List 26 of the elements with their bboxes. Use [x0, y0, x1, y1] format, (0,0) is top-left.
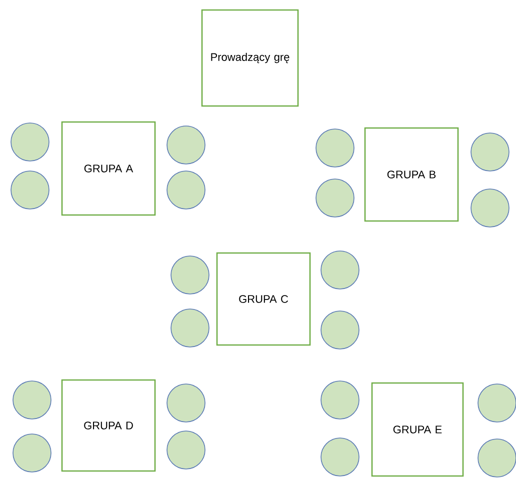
table-box: GRUPA E	[371, 382, 464, 477]
chair-circle	[10, 122, 50, 162]
chair-circle	[470, 132, 510, 172]
chair-circle	[12, 434, 52, 472]
table-box: GRUPA B	[364, 127, 459, 222]
chair-circle	[170, 256, 210, 294]
chair-circle	[320, 438, 360, 476]
chair-circle	[478, 384, 516, 422]
chair-circle	[316, 128, 354, 168]
chair-circle	[166, 384, 206, 422]
chair-circle	[10, 170, 50, 210]
chair-circle	[320, 310, 360, 350]
chair-circle	[320, 380, 360, 420]
chair-circle	[166, 170, 206, 210]
chair-circle	[478, 438, 516, 478]
chair-circle	[166, 126, 206, 164]
chair-circle	[166, 430, 206, 470]
table-box: Prowadzący grę	[201, 9, 299, 107]
table-box: GRUPA C	[216, 252, 311, 346]
table-box: GRUPA D	[61, 379, 156, 472]
table-box: GRUPA A	[61, 121, 156, 216]
chair-circle	[12, 380, 52, 420]
chair-circle	[316, 178, 354, 218]
chair-circle	[470, 188, 510, 228]
chair-circle	[170, 308, 210, 348]
chair-circle	[320, 250, 360, 290]
